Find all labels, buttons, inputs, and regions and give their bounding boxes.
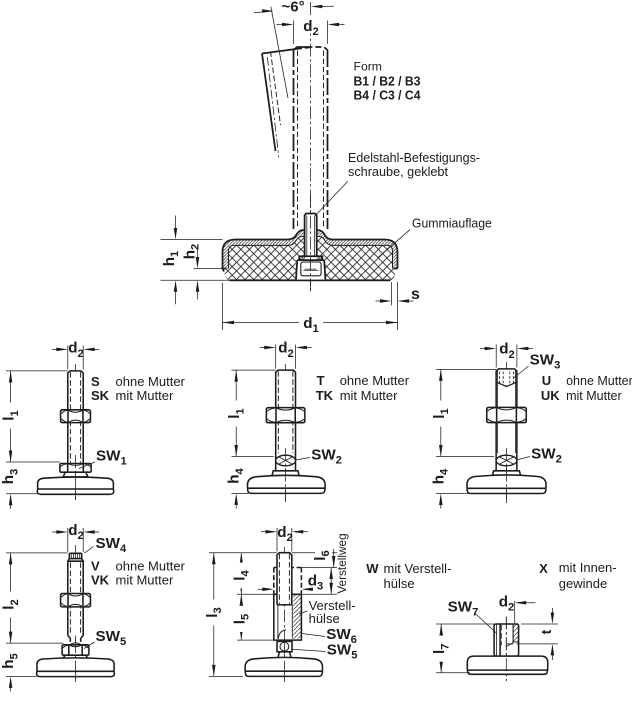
svg-text:mit Mutter: mit Mutter xyxy=(566,389,622,403)
svg-text:B4 / C3 / C4: B4 / C3 / C4 xyxy=(354,87,422,102)
svg-text:gewinde: gewinde xyxy=(559,576,607,591)
svg-text:W: W xyxy=(366,561,379,576)
svg-text:Gummiauflage: Gummiauflage xyxy=(412,216,492,231)
svg-text:mit Innen-: mit Innen- xyxy=(559,560,617,575)
svg-text:V: V xyxy=(91,559,100,574)
svg-text:ohne Mutter: ohne Mutter xyxy=(116,559,186,574)
svg-text:U: U xyxy=(542,373,551,388)
svg-text:X: X xyxy=(539,561,548,576)
svg-text:ohne Mutter: ohne Mutter xyxy=(566,374,632,388)
svg-text:VK: VK xyxy=(91,573,110,588)
svg-text:mit Verstell-: mit Verstell- xyxy=(384,561,452,576)
svg-text:mit Mutter: mit Mutter xyxy=(340,388,398,403)
svg-text:UK: UK xyxy=(541,388,560,403)
svg-text:hülse: hülse xyxy=(309,611,340,626)
svg-text:mit Mutter: mit Mutter xyxy=(116,573,174,588)
svg-text:~6°: ~6° xyxy=(282,0,305,16)
svg-text:hülse: hülse xyxy=(384,576,415,591)
svg-text:s: s xyxy=(411,286,420,303)
svg-text:TK: TK xyxy=(316,388,334,403)
svg-text:ohne Mutter: ohne Mutter xyxy=(340,373,410,388)
svg-text:schraube, geklebt: schraube, geklebt xyxy=(348,164,448,179)
svg-text:ohne Mutter: ohne Mutter xyxy=(116,374,186,389)
svg-text:S: S xyxy=(91,374,100,389)
svg-text:T: T xyxy=(317,373,325,388)
svg-text:SK: SK xyxy=(91,388,110,403)
svg-text:Edelstahl-Befestigungs-: Edelstahl-Befestigungs- xyxy=(348,150,480,165)
svg-text:Form: Form xyxy=(354,60,382,74)
svg-text:t: t xyxy=(538,629,554,634)
svg-text:Verstellweg: Verstellweg xyxy=(335,533,349,593)
svg-text:mit Mutter: mit Mutter xyxy=(116,388,174,403)
svg-text:B1 / B2 / B3: B1 / B2 / B3 xyxy=(354,73,421,88)
